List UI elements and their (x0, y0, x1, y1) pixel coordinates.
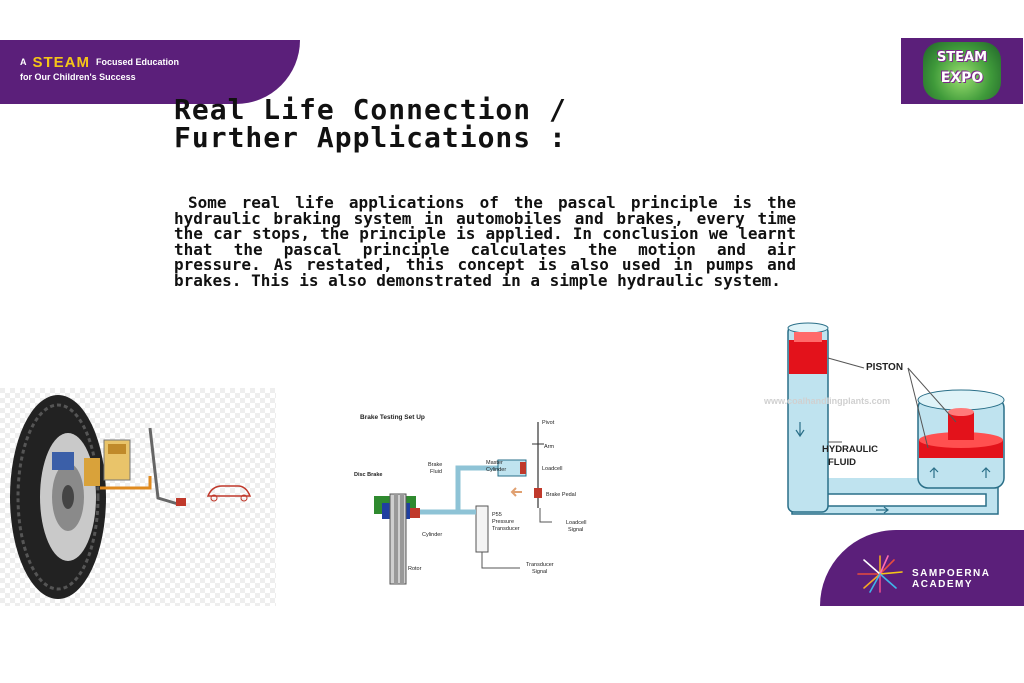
tire-brake-illustration (0, 388, 276, 606)
label-hydraulic: HYDRAULIC (822, 444, 878, 455)
title-line2: Further Applications : (174, 121, 567, 154)
body-paragraph: Some real life applications of the pasca… (174, 193, 796, 290)
watermark: www.coalhandlingplants.com (763, 396, 890, 406)
label-brake: Brake (428, 462, 442, 468)
label-arm: Arm (544, 444, 555, 450)
label-hydraulic-fluid: FLUID (828, 457, 856, 468)
label-cylinder: Cylinder (422, 532, 442, 538)
sampoerna-line1: SAMPOERNA (912, 568, 991, 579)
tagline-prefix: A (20, 57, 27, 67)
label-pressure: Pressure (492, 519, 514, 525)
label-loadcell-signal-1: Loadcell (566, 520, 587, 526)
brake-testing-diagram: Brake Testing Set Up Pivot Arm Loadcell … (348, 408, 606, 586)
label-transducer: Transducer (492, 526, 520, 532)
label-transducer-signal-1: Transducer (526, 562, 554, 568)
label-brake-pedal: Brake Pedal (546, 492, 576, 498)
label-transducer-signal-2: Signal (532, 569, 547, 575)
label-p55: P55 (492, 512, 502, 518)
expo-line1: STEAM (936, 50, 988, 65)
top-left-banner: A STEAM Focused Education for Our Children… (0, 40, 300, 104)
sampoerna-burst-icon (857, 555, 903, 593)
brake-diagram-title: Brake Testing Set Up (360, 414, 425, 421)
tagline-line1: A STEAM Focused Education (20, 54, 179, 71)
page-title: Real Life Connection / Further Applicati… (174, 96, 567, 152)
label-loadcell: Loadcell (542, 466, 563, 472)
sampoerna-name: SAMPOERNA ACADEMY (912, 568, 991, 590)
label-master: Master (486, 460, 503, 466)
label-fluid: Fluid (430, 469, 442, 475)
steam-expo-logo: STEAM EXPO (901, 38, 1023, 104)
tagline-line2: for Our Children's Success (20, 72, 136, 82)
label-loadcell-signal-2: Signal (568, 527, 583, 533)
label-master-cylinder: Cylinder (486, 467, 506, 473)
expo-badge: STEAM EXPO (923, 42, 1001, 100)
label-piston: PISTON (866, 362, 903, 373)
expo-line2: EXPO (940, 70, 984, 86)
label-pivot: Pivot (542, 420, 555, 426)
tagline-rest: Focused Education (96, 57, 180, 67)
sampoerna-line2: ACADEMY (912, 579, 974, 590)
sampoerna-banner: SAMPOERNA ACADEMY (820, 530, 1024, 606)
steam-logo-word: STEAM (32, 54, 90, 71)
title-line1: Real Life Connection / (174, 93, 567, 126)
label-rotor: Rotor (408, 566, 422, 572)
label-disc-brake: Disc Brake (354, 472, 382, 478)
hydraulic-system-diagram: PISTON HYDRAULIC FLUID www.coalhandlingp… (758, 318, 1020, 524)
